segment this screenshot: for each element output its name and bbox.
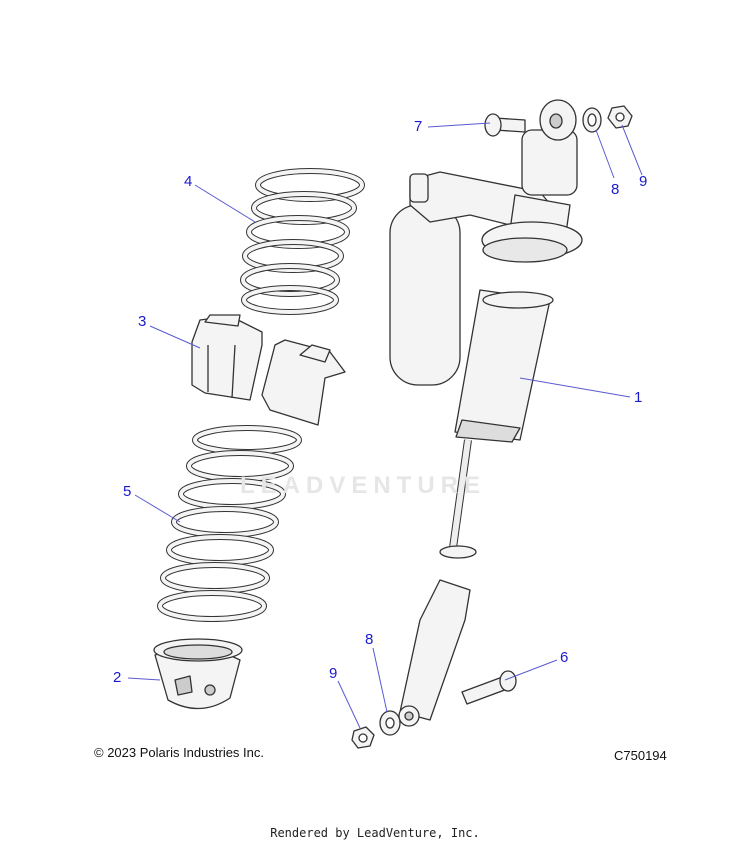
spring-retainer-right	[261, 339, 346, 426]
callout-9-upper[interactable]: 9	[639, 173, 648, 190]
rendered-by: Rendered by LeadVenture, Inc.	[270, 826, 480, 840]
callout-2[interactable]: 2	[113, 669, 122, 686]
leader-lines	[127, 122, 643, 729]
spring-seat	[153, 638, 243, 710]
upper-spring	[240, 168, 365, 315]
upper-nut	[607, 105, 633, 129]
callout-8-lower[interactable]: 8	[365, 631, 374, 648]
upper-washer	[582, 107, 602, 133]
callout-8-upper[interactable]: 8	[611, 181, 620, 198]
spring-retainer-left	[191, 314, 263, 401]
callout-9-lower[interactable]: 9	[329, 665, 338, 682]
watermark: LEADVENTURE	[240, 472, 487, 499]
callout-7[interactable]: 7	[414, 118, 423, 135]
shock-body	[398, 99, 583, 727]
copyright-text: © 2023 Polaris Industries Inc.	[94, 745, 264, 760]
callout-4[interactable]: 4	[184, 173, 193, 190]
lower-nut	[351, 726, 375, 749]
diagram-code: C750194	[614, 748, 667, 763]
lower-washer	[379, 710, 401, 736]
lower-spring	[157, 425, 302, 622]
callout-6[interactable]: 6	[560, 649, 569, 666]
callout-5[interactable]: 5	[123, 483, 132, 500]
callout-1[interactable]: 1	[634, 389, 643, 406]
upper-bolt	[484, 113, 526, 137]
lower-bolt	[461, 670, 517, 705]
callout-3[interactable]: 3	[138, 313, 147, 330]
